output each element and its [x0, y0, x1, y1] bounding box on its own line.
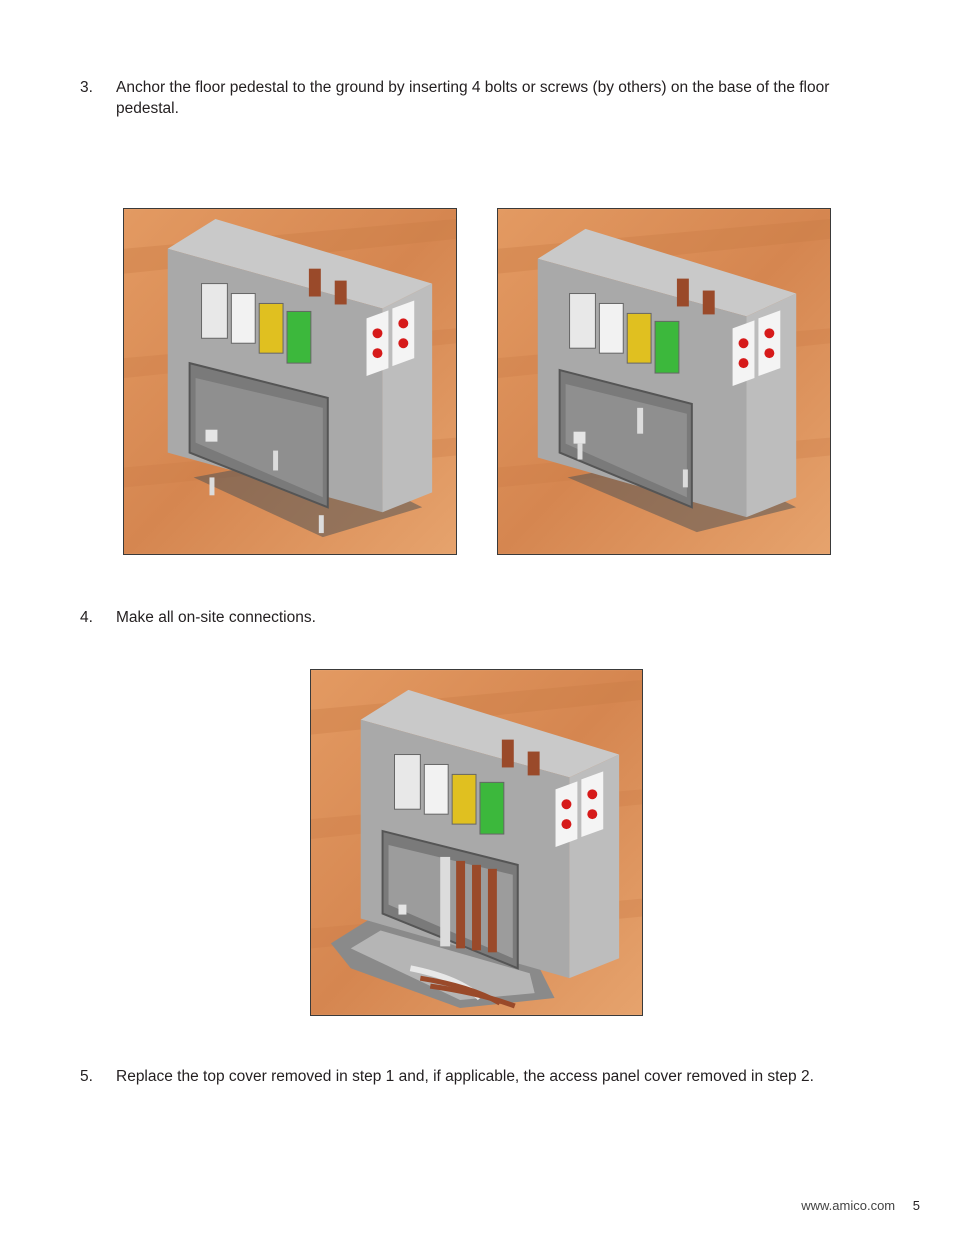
pedestal-illustration [124, 209, 456, 554]
figure-pedestal-bolts-after [497, 208, 831, 555]
step-number: 4. [80, 609, 93, 626]
page-number: 5 [912, 1198, 920, 1213]
pedestal-illustration [498, 209, 830, 554]
figure-pedestal-bolts-before [123, 208, 457, 555]
pedestal-illustration [311, 670, 642, 1015]
footer-website: www.amico.com [801, 1198, 896, 1213]
step-number: 5. [80, 1068, 93, 1085]
page-footer: www.amico.com 5 [801, 1198, 920, 1213]
figure-pedestal-connections [310, 669, 643, 1016]
step-4: 4. Make all on-site connections. [80, 607, 870, 628]
step-3: 3. Anchor the floor pedestal to the grou… [80, 77, 870, 119]
step-5: 5. Replace the top cover removed in step… [80, 1066, 870, 1087]
step-text: Make all on-site connections. [116, 609, 316, 626]
step-number: 3. [80, 79, 93, 96]
step-text: Anchor the floor pedestal to the ground … [116, 79, 830, 117]
step-text: Replace the top cover removed in step 1 … [116, 1068, 814, 1085]
